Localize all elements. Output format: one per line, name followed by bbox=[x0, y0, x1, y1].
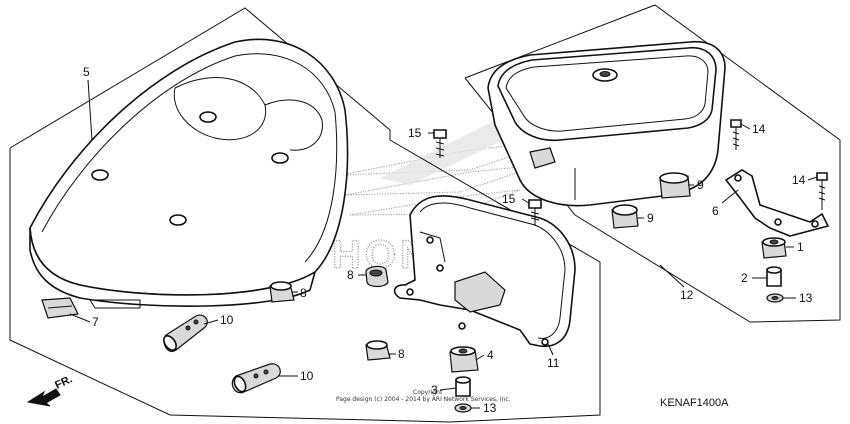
callout-7[interactable]: 7 bbox=[92, 315, 99, 329]
washer-part-13-b[interactable] bbox=[766, 293, 784, 303]
bolt-part-15-a[interactable] bbox=[433, 129, 447, 158]
direction-label: FR. bbox=[53, 373, 74, 391]
collar-part-10-a[interactable] bbox=[161, 314, 208, 352]
callout-10-a[interactable]: 10 bbox=[220, 313, 234, 327]
callout-10-b[interactable]: 10 bbox=[300, 369, 314, 383]
callout-9-b[interactable]: 9 bbox=[647, 211, 654, 225]
callout-14-a[interactable]: 14 bbox=[752, 122, 766, 136]
damper-part-4[interactable] bbox=[449, 346, 479, 373]
callout-2[interactable]: 2 bbox=[741, 271, 748, 285]
copyright: Copyright Page design (c) 2004 - 2014 by… bbox=[336, 389, 511, 403]
callout-5[interactable]: 5 bbox=[83, 65, 90, 79]
copyright-line-1: Copyright bbox=[413, 389, 443, 396]
seat-part-5[interactable] bbox=[29, 38, 349, 309]
cushion-part-7[interactable] bbox=[41, 297, 79, 319]
callout-3[interactable]: 3 bbox=[431, 383, 438, 397]
seat-base-part-11[interactable] bbox=[393, 195, 576, 348]
collar-part-10-b[interactable] bbox=[231, 363, 281, 394]
callout-8-b[interactable]: 8 bbox=[347, 268, 354, 282]
callout-6[interactable]: 6 bbox=[712, 204, 719, 218]
callout-15-a[interactable]: 15 bbox=[408, 126, 422, 140]
callouts: 5 7 8 8 8 10 10 15 15 4 3 13 11 12 9 9 1… bbox=[83, 65, 813, 415]
callout-9-a[interactable]: 9 bbox=[697, 178, 704, 192]
collar-part-2[interactable] bbox=[766, 266, 782, 287]
callout-11[interactable]: 11 bbox=[547, 356, 560, 370]
callout-4[interactable]: 4 bbox=[487, 348, 494, 362]
callout-8-c[interactable]: 8 bbox=[398, 347, 405, 361]
damper-part-9-a[interactable] bbox=[659, 172, 691, 199]
diagram-code: KENAF1400A bbox=[660, 397, 729, 409]
callout-13-a[interactable]: 13 bbox=[483, 401, 497, 415]
cushion-part-8-b[interactable] bbox=[365, 265, 389, 288]
damper-part-9-b[interactable] bbox=[611, 204, 639, 229]
copyright-line-2: Page design (c) 2004 - 2014 by ARI Netwo… bbox=[336, 396, 511, 403]
storage-box-part-12[interactable] bbox=[487, 41, 726, 207]
damper-part-1[interactable] bbox=[761, 237, 787, 259]
washer-part-13-a[interactable] bbox=[454, 403, 472, 413]
callout-12[interactable]: 12 bbox=[680, 288, 694, 302]
bolt-part-15-b[interactable] bbox=[528, 199, 542, 226]
callout-1[interactable]: 1 bbox=[797, 240, 804, 254]
leader-lines bbox=[69, 79, 818, 409]
callout-14-b[interactable]: 14 bbox=[792, 173, 806, 187]
boundary-right-group bbox=[464, 4, 841, 323]
callout-8-a[interactable]: 8 bbox=[300, 286, 307, 300]
bracket-part-6[interactable] bbox=[724, 169, 830, 237]
collar-part-3[interactable] bbox=[455, 376, 471, 397]
bolt-part-14-a[interactable] bbox=[730, 119, 742, 150]
cushion-part-8-a[interactable] bbox=[269, 281, 295, 303]
bolt-part-14-b[interactable] bbox=[816, 172, 828, 210]
callout-15-b[interactable]: 15 bbox=[502, 192, 516, 206]
callout-13-b[interactable]: 13 bbox=[799, 291, 813, 305]
cushion-part-8-c[interactable] bbox=[365, 340, 391, 361]
front-direction-arrow-icon: FR. bbox=[26, 373, 74, 407]
